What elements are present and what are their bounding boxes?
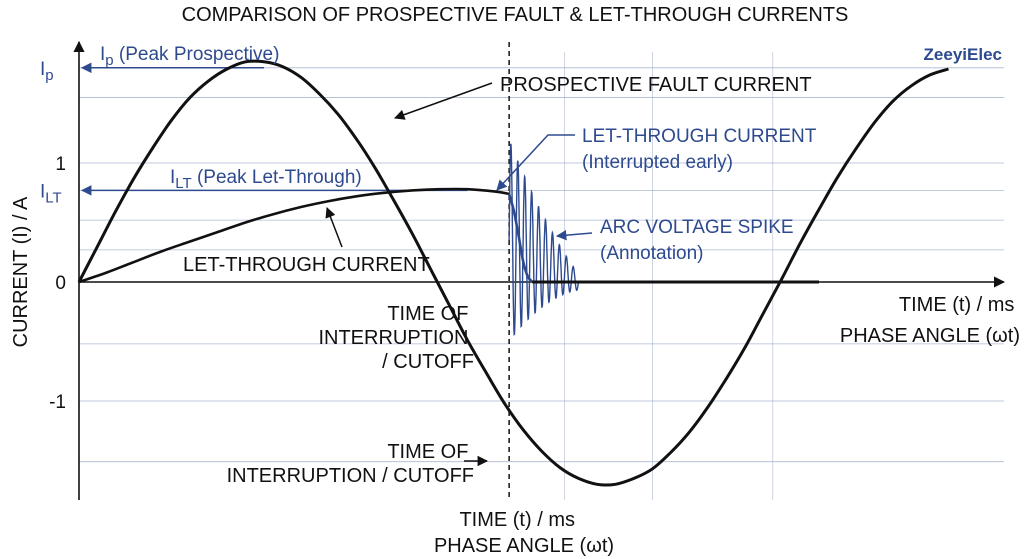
series-let-through-current: [78, 187, 510, 284]
ltc-black-pointer: [325, 207, 343, 248]
annotation-arc-voltage-spike: ARC VOLTAGE SPIKE (Annotation): [600, 217, 799, 264]
pfc-pointer: [394, 82, 493, 120]
y-axis-label: CURRENT (I) / A: [10, 196, 32, 347]
y-tick-label-3: 0: [55, 273, 66, 294]
arc-voltage-spike: [508, 143, 580, 336]
arc-pointer: [555, 229, 593, 241]
watermark: ZeeyiElec: [924, 45, 1002, 64]
series-prospective-fault-current: [77, 59, 949, 487]
y-tick-label-0: Ip: [40, 59, 54, 84]
annotation-prospective-fault-current: PROSPECTIVE FAULT CURRENT: [500, 74, 812, 96]
annotation-let-through-black: LET-THROUGH CURRENT: [183, 254, 430, 276]
chart-title: COMPARISON OF PROSPECTIVE FAULT & LET-TH…: [182, 4, 849, 26]
annotation-cutoff-lower: TIME OF INTERRUPTION / CUTOFF: [227, 441, 474, 487]
y-tick-label-1: 1: [55, 154, 66, 175]
y-tick-label-2: ILT: [40, 181, 62, 206]
annotation-cutoff-upper: TIME OF INTERRUPTION / CUTOFF: [318, 303, 474, 373]
ltc-blue-pointer: [496, 134, 575, 191]
annotation-peak-prospective: Ip (Peak Prospective): [100, 44, 279, 69]
annotation-peak-let-through: ILT (Peak Let-Through): [170, 167, 362, 192]
y-tick-label-4: -1: [49, 392, 66, 413]
series-let-through-blue: [507, 193, 534, 283]
annotation-let-through-blue: LET-THROUGH CURRENT (Interrupted early): [582, 126, 821, 173]
x-axis-label-right: TIME (t) / ms PHASE ANGLE (ωt): [840, 294, 1020, 347]
x-axis-label-bottom: TIME (t) / ms PHASE ANGLE (ωt): [434, 509, 614, 557]
grid-lines: [79, 52, 1004, 500]
